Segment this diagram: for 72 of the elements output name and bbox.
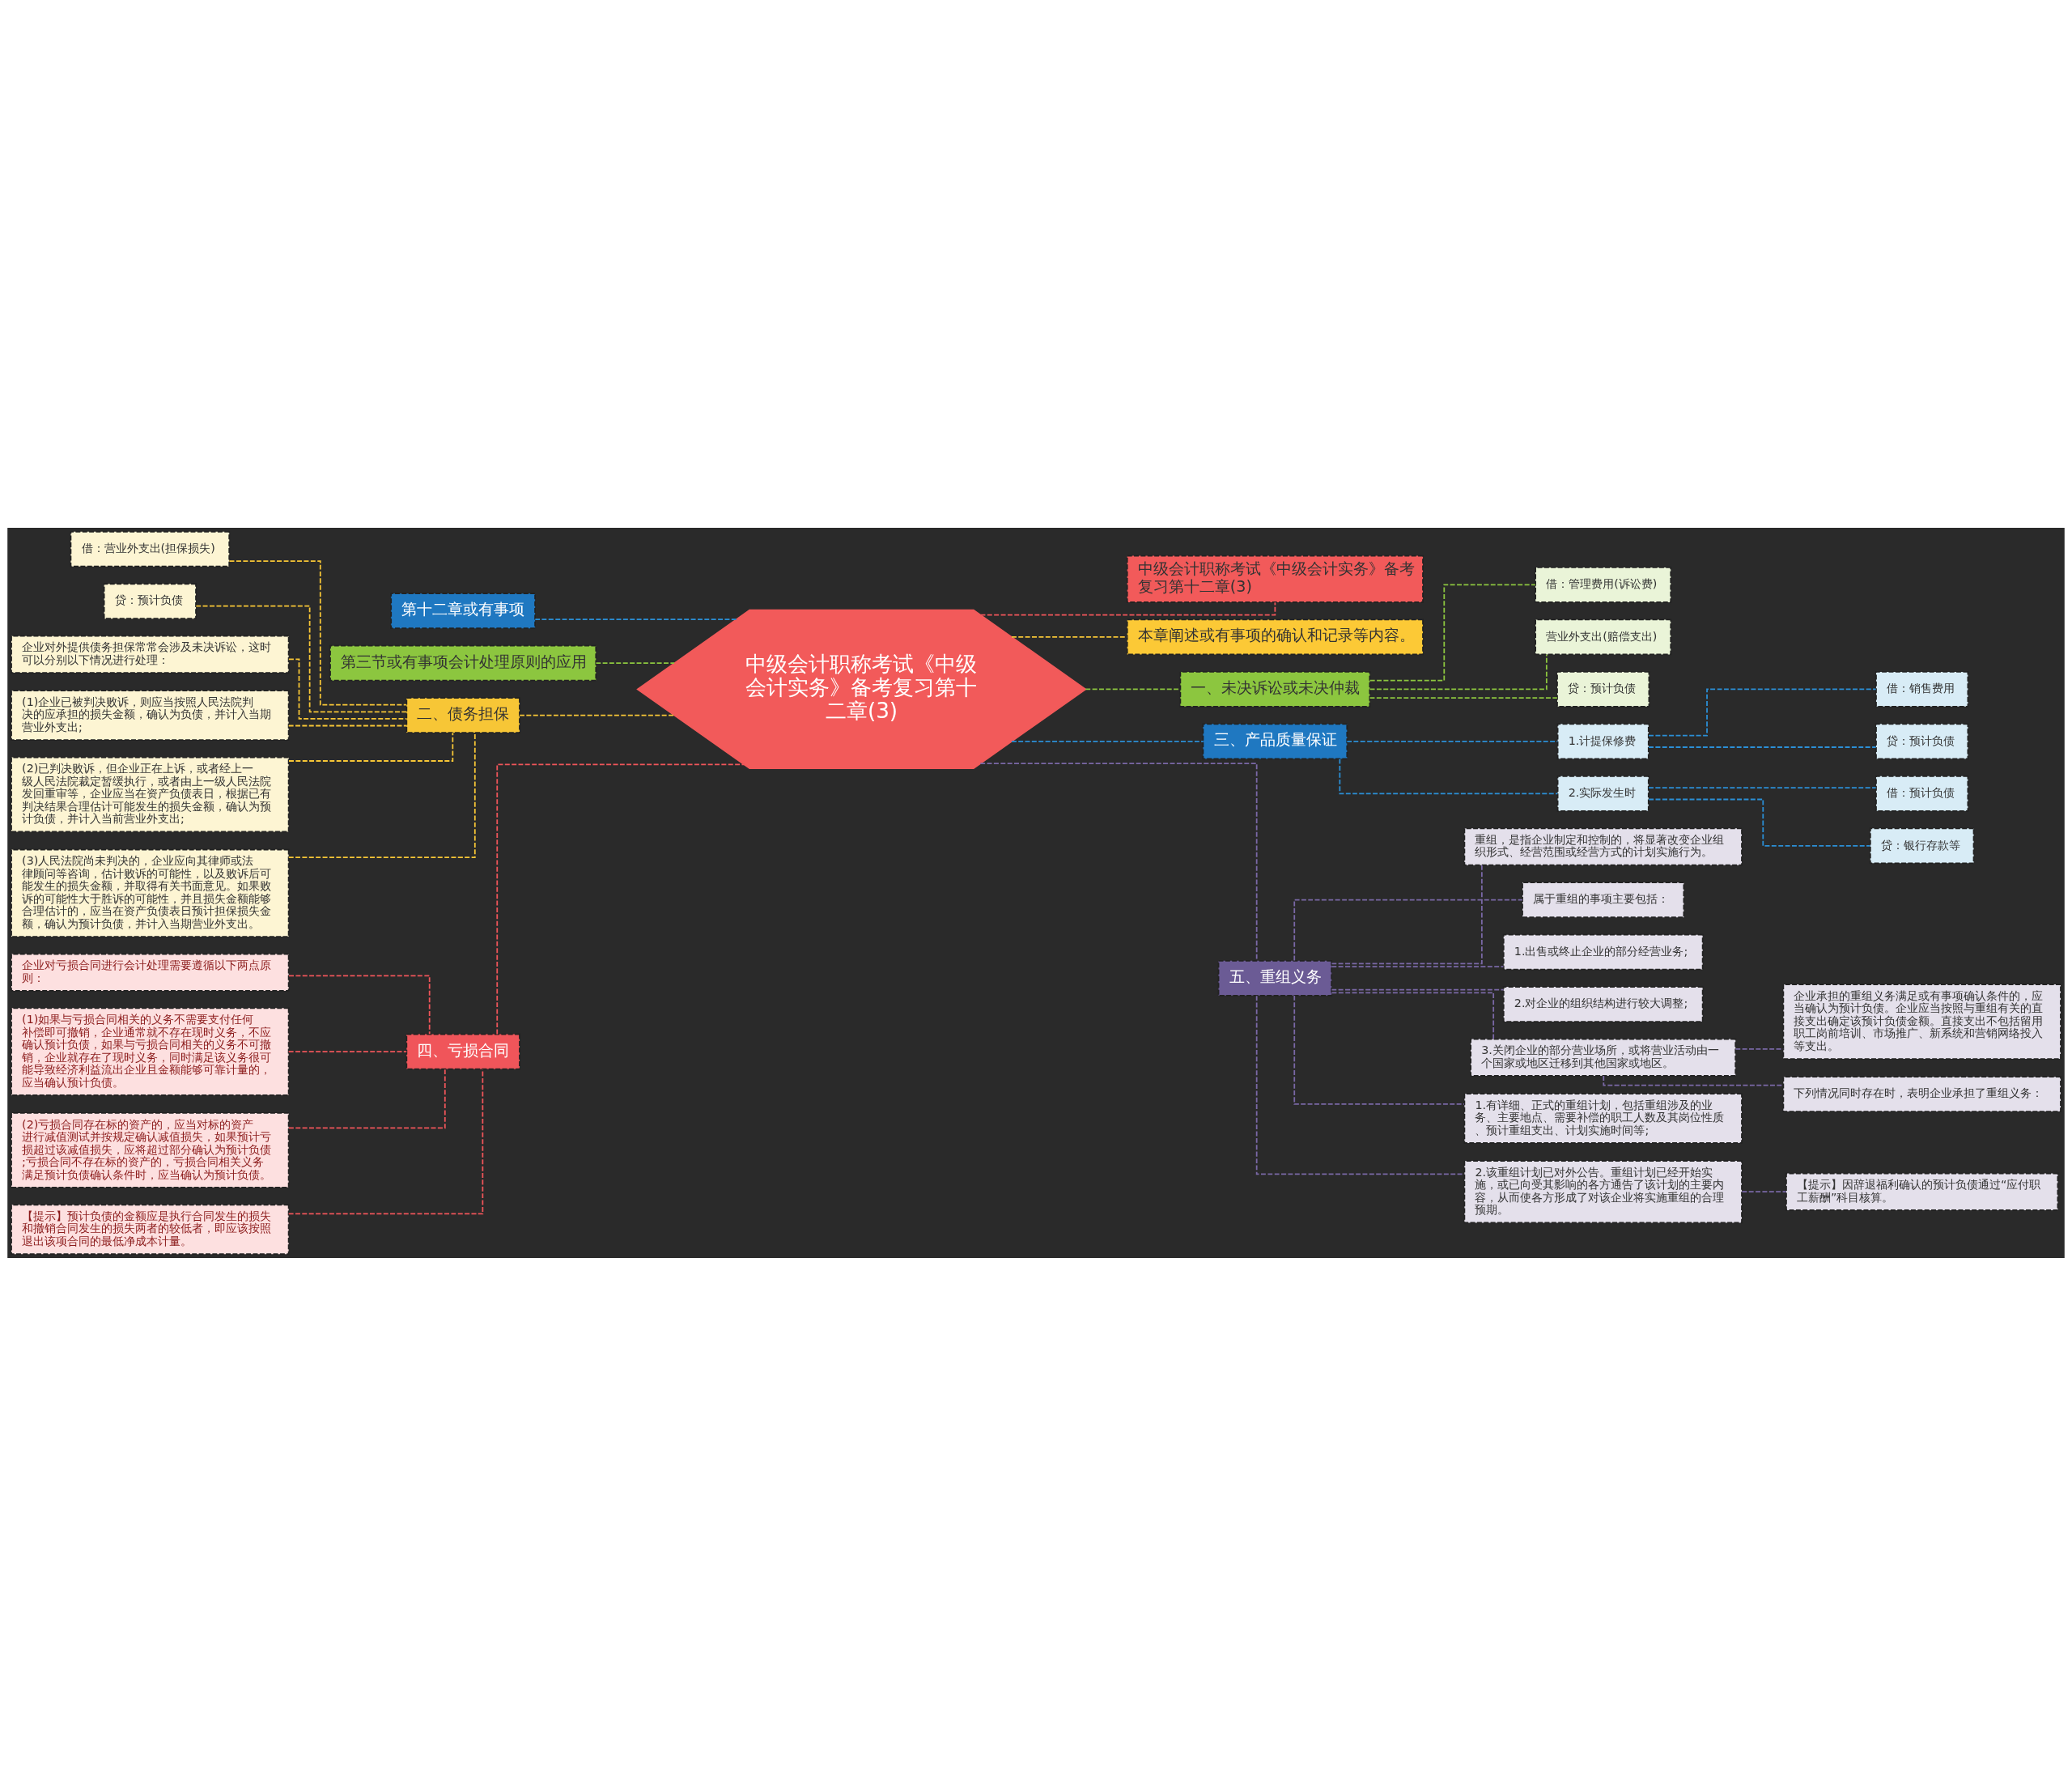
- connector: [287, 1068, 484, 1214]
- node-box: 1.有详细、正式的重组计划，包括重组涉及的业务、主要地点、需要补偿的职工人数及其岗位性质、预计重组支出、计划实施时间等;: [1463, 1092, 1743, 1144]
- connector: [534, 618, 737, 620]
- node-box: 1.出售或终止企业的部分经营业务;: [1502, 933, 1704, 970]
- connector: [1648, 688, 1877, 737]
- connector: [1369, 653, 1548, 690]
- node-box: 贷：银行存款等: [1869, 827, 1975, 864]
- connector: [1346, 740, 1559, 742]
- connector: [1369, 584, 1536, 682]
- node-box: 五、重组义务: [1217, 959, 1333, 997]
- node-box: 2.对企业的组织结构进行较大调整;: [1502, 985, 1704, 1022]
- node-box: 2.实际发生时: [1556, 775, 1650, 812]
- connector: [1011, 740, 1204, 742]
- connector: [228, 559, 407, 706]
- connector: [287, 1050, 408, 1052]
- node-box: 借：管理费用(诉讼费): [1535, 566, 1672, 603]
- node-box: 属于重组的事项主要包括：: [1522, 881, 1685, 918]
- connector: [1648, 786, 1877, 788]
- node-box: 借：预计负债: [1875, 775, 1969, 812]
- node-box: 下列情况同时存在时，表明企业承担了重组义务：: [1782, 1075, 2061, 1112]
- connector: [1255, 994, 1465, 1175]
- node-box: (1)企业已被判决败诉，则应当按照人民法院判决的应承担的损失金额，确认为负债，并计入当期营业外支出;: [11, 689, 290, 741]
- node-box: (2)亏损合同存在标的资产的，应当对标的资产进行减值测试并按规定确认减值损失，如果预计亏损超过该减值损失，应将超过部分确认为预计负债;亏损合同不存在标的资产的，亏损合同相关义务满足预计负债确认条件时，应当确认为预计负债。: [11, 1111, 290, 1188]
- node-box: 中级会计职称考试《中级会计实务》备考复习第十二章(3): [1126, 555, 1424, 603]
- connector: [979, 601, 1276, 616]
- node-box: 【提示】因辞退福利确认的预计负债通过“应付职工薪酬”科目核算。: [1785, 1172, 2059, 1211]
- node-box: 贷：预计负债: [1875, 722, 1969, 759]
- node-box: 第十二章或有事项: [390, 592, 536, 629]
- node-box: 2.该重组计划已对外公告。重组计划已经开始实施，或已向受其影响的各方通告了该计划的主要内容，从而使各方形成了对该企业将实施重组的合理预期。: [1463, 1159, 1743, 1223]
- node-box: (2)已判决败诉，但企业正在上诉，或者经上一级人民法院裁定暂缓执行，或者由上一级人民法院发回重审等，企业应当在资产负债表日，根据已有判决结果合理估计可能发生的损失金额，确认为预计负债，并计入当前营业外支出;: [11, 756, 290, 832]
- connector: [1331, 965, 1505, 967]
- node-box: 【提示】预计负债的金额应是执行合同发生的损失和撤销合同发生的损失两者的较低者，即应该按照退出该项合同的最低净成本计量。: [11, 1203, 290, 1255]
- connector: [496, 763, 745, 1035]
- node-box: 借：销售费用: [1875, 670, 1969, 708]
- connector: [1293, 994, 1465, 1105]
- connector: [288, 975, 431, 1035]
- connector: [1293, 899, 1523, 961]
- connector: [288, 1068, 446, 1128]
- connector: [519, 714, 676, 716]
- connector: [979, 762, 1258, 962]
- node-box: 贷：预计负债: [1556, 670, 1650, 708]
- connector: [195, 605, 407, 712]
- connector: [1369, 696, 1558, 699]
- connector: [287, 731, 476, 858]
- node-box: 一、未决诉讼或未决仲裁: [1179, 670, 1371, 708]
- connector: [287, 725, 408, 726]
- node-box: 企业对外提供债务担保常常会涉及未决诉讼，这时可以分别以下情况进行处理：: [11, 635, 290, 674]
- node-box: 重组，是指企业制定和控制的，将显著改变企业组织形式、经营范围或经营方式的计划实施行为。: [1463, 827, 1743, 866]
- connector: [1741, 1190, 1787, 1192]
- node-box: (1)如果与亏损合同相关的义务不需要支付任何补偿即可撤销，企业通常就不存在现时义务，不应确认预计负债，如果与亏损合同相关的义务不可撤销，企业就存在了现时义务，同时满足该义务很可能导致经济利益流出企业且金额能够可靠计量的，应当确认预计负债。: [11, 1006, 290, 1096]
- node-box: 二、债务担保: [405, 696, 520, 733]
- connector: [595, 661, 675, 664]
- node-box: 四、亏损合同: [405, 1033, 520, 1069]
- connector: [1331, 864, 1483, 964]
- node-box: 1.计提保修费: [1556, 722, 1650, 759]
- node-box: 贷：预计负债: [103, 582, 197, 619]
- connector: [287, 657, 407, 720]
- node-box: (3)人民法院尚未判决的，企业应向其律师或法律顾问等咨询，估计败诉的可能性，以及败诉后可能发生的损失金额，并取得有关书面意见。如果败诉的可能性大于胜诉的可能性，并且损失金额能够合理估计的，应当在资产负债表日预计担保损失金额，确认为预计负债，并计入当期营业外支出。: [11, 848, 290, 937]
- node-box: 三、产品质量保证: [1202, 722, 1348, 759]
- node-box: 企业对亏损合同进行会计处理需要遵循以下两点原则：: [11, 953, 290, 992]
- node-box: 借：营业外支出(担保损失): [70, 530, 231, 567]
- connector: [1331, 991, 1495, 1039]
- connector: [1648, 746, 1877, 748]
- connector: [1648, 798, 1871, 847]
- connector: [1339, 758, 1559, 794]
- node-box: 企业承担的重组义务满足或有事项确认条件的，应当确认为预计负债。企业应当按照与重组有关的直接支出确定该预计负债金额。直接支出不包括留用职工岗前培训、市场推广、新系统和营销网络投入等支出。: [1782, 983, 2061, 1060]
- node-box: 营业外支出(赔偿支出): [1535, 618, 1672, 655]
- node-box: 本章阐述或有事项的确认和记录等内容。: [1126, 618, 1424, 655]
- connector: [1331, 988, 1505, 991]
- connector: [288, 731, 454, 762]
- node-box: 第三节或有事项会计处理原则的应用: [329, 644, 597, 682]
- node-box: 3.关闭企业的部分营业场所，或将营业活动由一个国家或地区迁移到其他国家或地区。: [1470, 1038, 1737, 1077]
